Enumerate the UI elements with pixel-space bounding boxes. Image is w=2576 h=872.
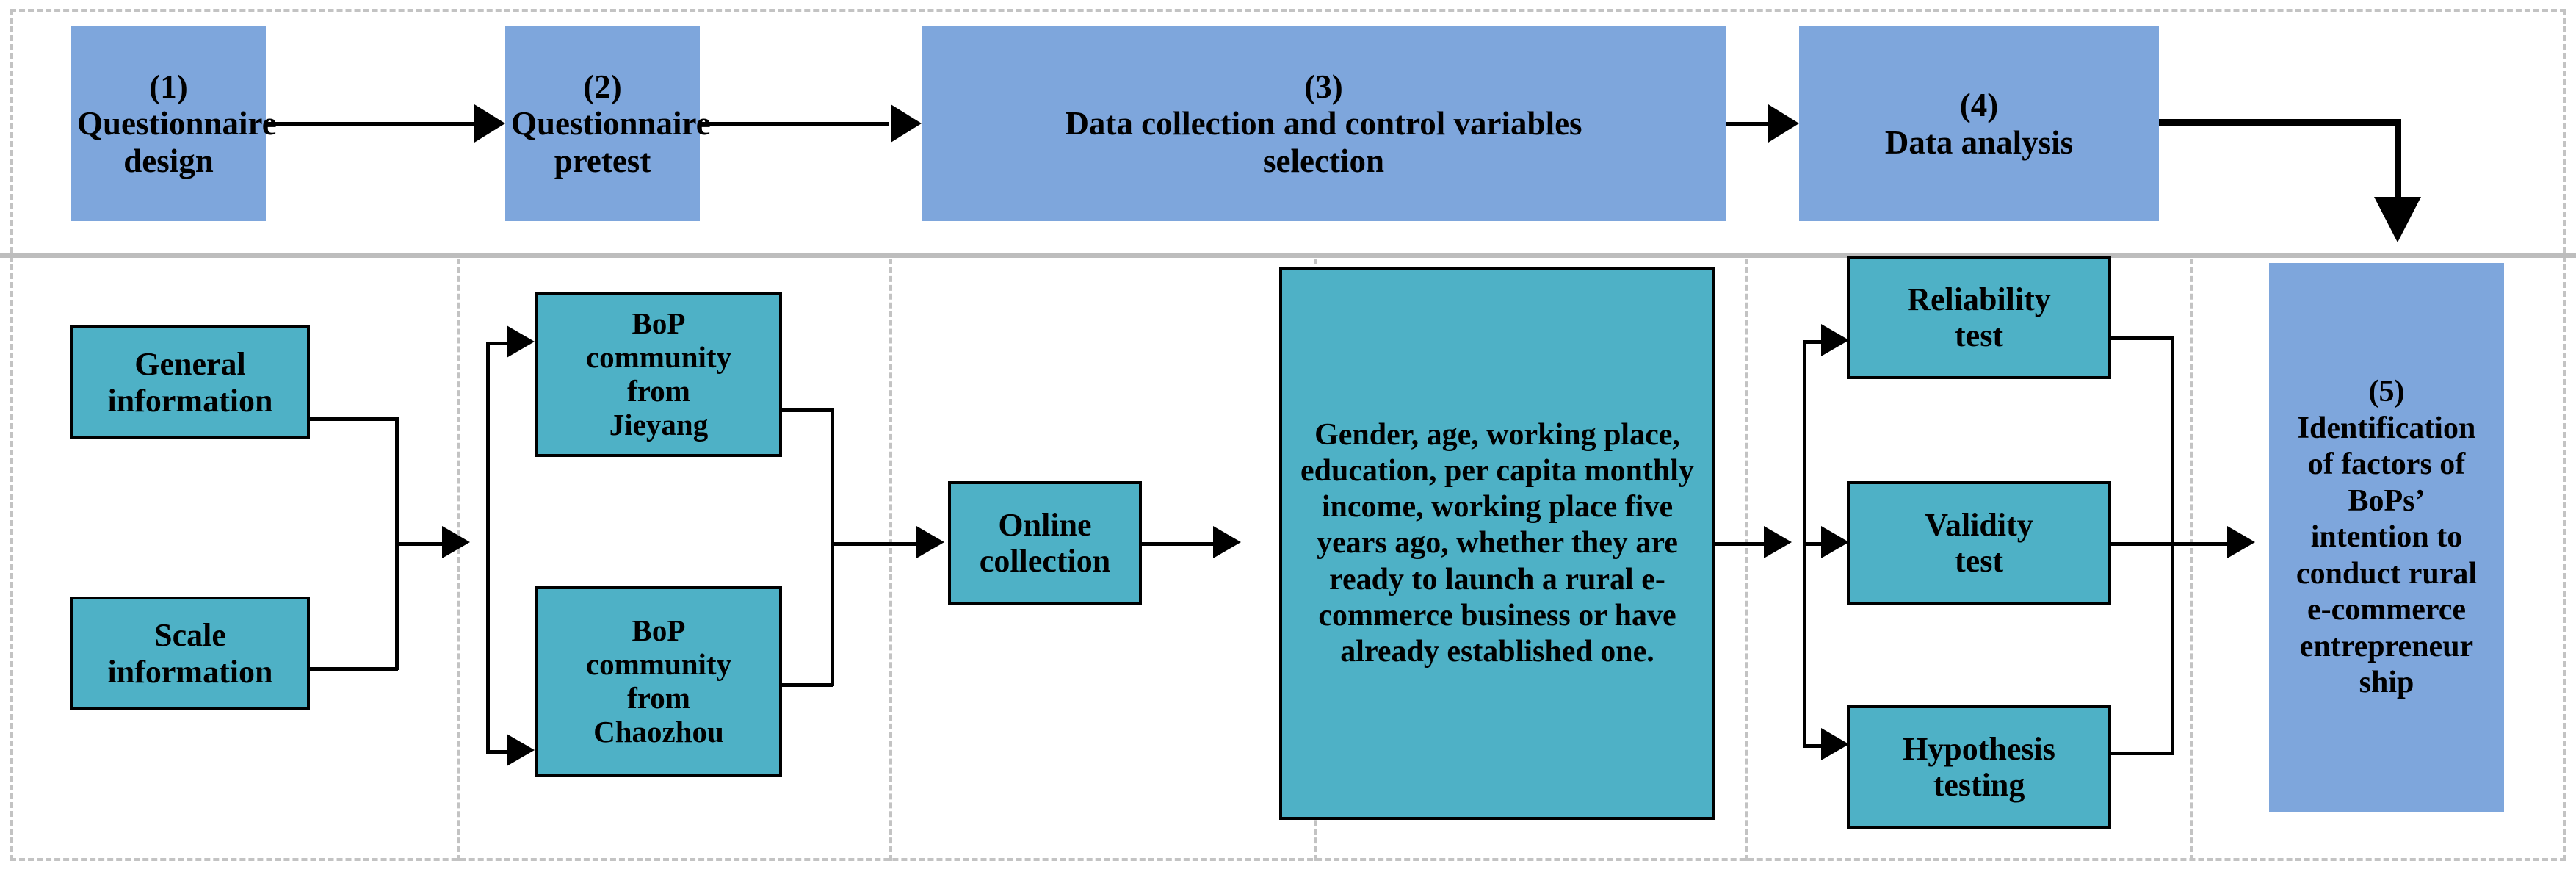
control-variables-box-text: Gender, age, working place, education, p… <box>1300 418 1694 669</box>
variables-to-tests-arrow-icon <box>1764 526 1792 558</box>
stage-box-1[interactable]: (1) Questionnaire design <box>71 26 277 221</box>
bop-box-jieyang[interactable]: BoP community from Jieyang <box>535 292 782 457</box>
merge1-top-stub <box>310 417 398 421</box>
stage-box-3-text: (3) Data collection and control variable… <box>1065 68 1582 179</box>
split5-mid-stub <box>1803 542 1828 546</box>
row-separator <box>0 253 2576 258</box>
merge5-out-line <box>2171 542 2240 546</box>
split5-top-stub <box>1803 340 1828 344</box>
split2-arrow-bottom-icon <box>507 734 535 766</box>
stage-box-4[interactable]: (4) Data analysis <box>1799 26 2159 221</box>
split2-vertical <box>486 342 490 753</box>
merge5-bottom-stub <box>2111 752 2174 755</box>
info-box-scale[interactable]: Scale information <box>70 597 310 710</box>
split5-arrow-hypothesis-icon <box>1821 728 1849 760</box>
split2-top-stub <box>486 342 515 345</box>
stage-box-4-text: (4) Data analysis <box>1884 87 2074 161</box>
stage-connector-3-4-line <box>1726 122 1771 126</box>
outer-dashed-frame <box>10 9 2566 861</box>
merge2-arrow-icon <box>916 526 944 558</box>
column-divider-4 <box>1745 259 1748 861</box>
final-arrow-down-icon <box>2374 197 2421 242</box>
stage-arrow-3-to-4-icon <box>1768 104 1799 143</box>
variables-to-tests-line <box>1715 542 1778 546</box>
merge1-arrow-icon <box>442 526 470 558</box>
outcome-box-text: (5) Identification of factors of BoPs’ i… <box>2295 375 2478 700</box>
split2-bottom-stub <box>486 750 515 754</box>
merge5-mid-stub <box>2111 542 2174 546</box>
online-to-variables-arrow-icon <box>1213 526 1241 558</box>
test-box-reliability-text: Reliability test <box>1907 281 2051 353</box>
online-to-variables-line <box>1142 542 1226 546</box>
control-variables-box[interactable]: Gender, age, working place, education, p… <box>1279 267 1715 820</box>
merge2-out-line <box>831 542 930 546</box>
stage-connector-1-2-line <box>266 122 479 126</box>
column-divider-2 <box>889 259 892 861</box>
split5-arrow-reliability-icon <box>1821 324 1849 356</box>
stage-box-1-text: (1) Questionnaire design <box>77 68 277 179</box>
merge5-arrow-icon <box>2227 526 2255 558</box>
test-box-reliability[interactable]: Reliability test <box>1847 256 2111 379</box>
info-box-general-text: General information <box>107 346 273 419</box>
stage-arrow-2-to-3-icon <box>891 104 922 143</box>
test-box-hypothesis[interactable]: Hypothesis testing <box>1847 705 2111 829</box>
stage-box-2[interactable]: (2) Questionnaire pretest <box>505 26 711 221</box>
column-divider-1 <box>457 259 460 861</box>
column-divider-5 <box>2190 259 2193 861</box>
merge2-top-stub <box>782 408 833 412</box>
bop-box-chaozhou-text: BoP community from Chaozhou <box>585 613 732 749</box>
merge1-bottom-stub <box>310 667 398 671</box>
test-box-hypothesis-text: Hypothesis testing <box>1903 730 2055 803</box>
split5-bottom-stub <box>1803 744 1828 748</box>
split2-arrow-top-icon <box>507 325 535 358</box>
bop-box-jieyang-text: BoP community from Jieyang <box>585 306 732 442</box>
final-connector-horizontal <box>2159 119 2401 126</box>
merge1-out-line <box>395 542 454 546</box>
merge2-vertical <box>831 408 834 686</box>
online-collection-box-text: Online collection <box>979 506 1111 579</box>
info-box-scale-text: Scale information <box>107 617 273 690</box>
stage-connector-2-3-line <box>700 122 889 126</box>
outcome-box[interactable]: (5) Identification of factors of BoPs’ i… <box>2269 263 2504 812</box>
stage-box-2-text: (2) Questionnaire pretest <box>511 68 711 179</box>
stage-arrow-1-to-2-icon <box>474 104 505 143</box>
stage-box-3[interactable]: (3) Data collection and control variable… <box>922 26 1726 221</box>
test-box-validity-text: Validity test <box>1925 506 2033 579</box>
test-box-validity[interactable]: Validity test <box>1847 481 2111 605</box>
split5-arrow-validity-icon <box>1821 526 1849 558</box>
online-collection-box[interactable]: Online collection <box>948 481 1142 605</box>
info-box-general[interactable]: General information <box>70 325 310 439</box>
merge5-top-stub <box>2111 336 2174 340</box>
bop-box-chaozhou[interactable]: BoP community from Chaozhou <box>535 586 782 777</box>
merge2-bottom-stub <box>782 683 833 687</box>
final-connector-vertical <box>2395 119 2401 203</box>
